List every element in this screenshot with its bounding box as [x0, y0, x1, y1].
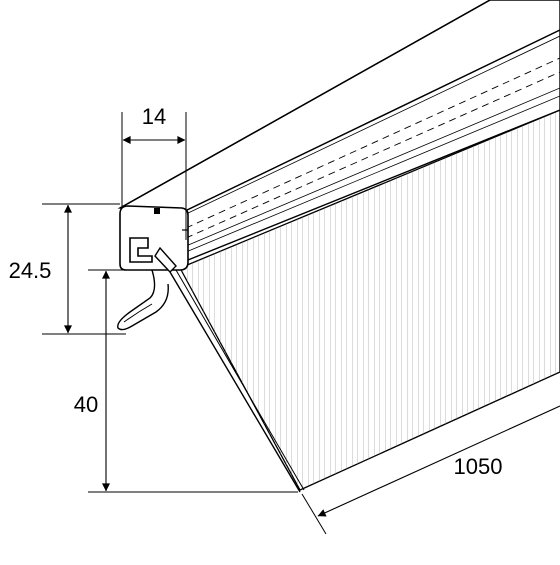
dimension-label-frame-height: 24.5: [9, 258, 52, 283]
rail-end-profile: [119, 205, 189, 274]
dimension-length: 1050: [301, 405, 560, 535]
dimension-top-width: 14: [121, 104, 187, 240]
dimension-label-drop-height: 40: [74, 392, 98, 417]
dimension-frame-height: 24.5: [9, 203, 126, 335]
handle-clip: [117, 269, 169, 331]
dimension-drop-height: 40: [74, 269, 298, 493]
header-rail: [117, 0, 560, 264]
dimension-label-top-width: 14: [142, 104, 166, 129]
dimension-label-length: 1050: [454, 454, 503, 479]
mesh-panel: [169, 109, 560, 493]
